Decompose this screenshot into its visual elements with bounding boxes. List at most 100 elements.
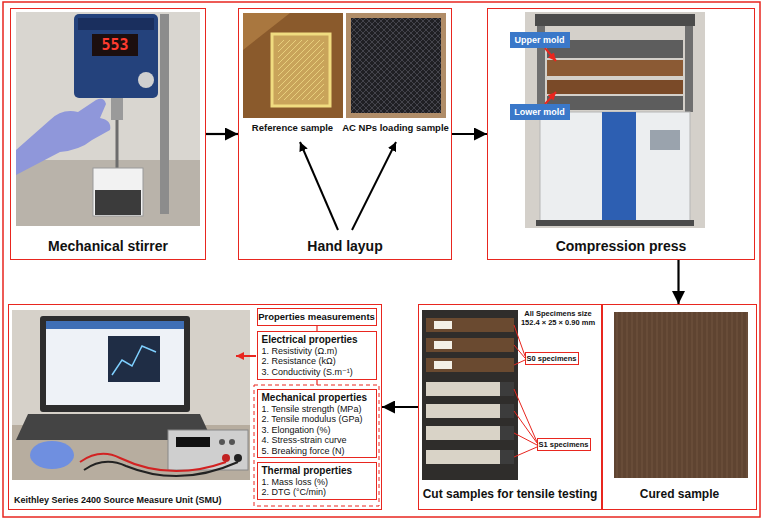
stirrer-body <box>74 14 158 98</box>
property-item: 5. Breaking force (N) <box>262 446 372 457</box>
laptop-lid <box>40 316 190 412</box>
pointer-arrow <box>352 142 396 230</box>
upper-mold-plate <box>547 60 683 76</box>
photo-caption: Reference sample <box>223 122 363 133</box>
smu-terminal <box>234 454 242 462</box>
cabinet-stripe <box>602 112 636 222</box>
specimen-strip <box>426 382 514 396</box>
sample-photo: Reference sample <box>243 13 343 118</box>
gloved-hand <box>30 441 74 469</box>
plot-curve <box>112 346 156 375</box>
press-cabinet <box>540 112 690 222</box>
heading-box: Properties measurements <box>257 308 377 326</box>
strip-end <box>500 450 514 464</box>
process-panel: Cured sample <box>602 304 757 510</box>
dashed-group <box>254 385 379 506</box>
leader-line <box>514 325 525 365</box>
panel-caption: Mechanical stirrer <box>11 238 205 254</box>
photo-background <box>12 310 250 480</box>
strip-end <box>500 404 514 418</box>
heading-text: Properties measurements <box>258 311 375 322</box>
control-panel <box>650 130 680 150</box>
cured-laminate <box>614 312 748 478</box>
property-item: 2. Resistance (kΩ) <box>262 356 372 367</box>
property-heading: Electrical properties <box>262 334 372 346</box>
carbon-fabric <box>351 18 441 113</box>
glass-fiber-layer <box>272 34 330 106</box>
tag-text: S0 specimens <box>526 354 576 363</box>
outer-frame <box>3 2 760 517</box>
flow-arrow <box>206 133 238 135</box>
carbon-texture <box>351 18 441 113</box>
specimen-strip <box>426 404 514 418</box>
bench-surface <box>16 160 200 226</box>
pointer-arrow <box>300 142 338 230</box>
lower-mold-plate <box>547 80 683 94</box>
panel-caption: Compression press <box>488 238 754 254</box>
sample-photo: AC NPs loading sample <box>346 13 446 118</box>
tag-text: S1 specimens <box>538 440 588 449</box>
property-box: Electrical properties1. Resistivity (Ω.m… <box>257 331 377 380</box>
tag-text: Upper mold <box>514 35 564 45</box>
photo-caption: AC NPs loading sample <box>326 122 466 133</box>
smu-instrument <box>168 430 248 470</box>
property-heading: Mechanical properties <box>262 392 372 404</box>
property-box: Mechanical properties1. Tensile strength… <box>257 389 377 458</box>
press-base <box>536 220 694 226</box>
photo-background <box>422 310 518 480</box>
flow-arrow <box>382 406 418 408</box>
window-bar <box>46 321 184 329</box>
link-line <box>316 380 317 385</box>
property-item: 1. Tensile strength (MPa) <box>262 404 372 415</box>
mold-tag: Lower mold <box>510 104 570 120</box>
flow-arrow <box>452 133 487 135</box>
specimen-tag: S0 specimens <box>525 352 579 365</box>
press-column <box>685 26 693 112</box>
property-item: 4. Stress-strain curve <box>262 435 372 446</box>
specimen-strip <box>426 318 514 332</box>
laptop-screen <box>46 321 184 405</box>
release-film <box>243 13 343 118</box>
property-heading: Thermal properties <box>262 465 372 477</box>
process-panel: Hand layup Reference sampleAC NPs loading… <box>238 8 452 260</box>
property-box: Thermal properties1. Mass loss (%)2. DTG… <box>257 462 377 500</box>
specimen-tag: S1 specimens <box>537 438 591 451</box>
property-item: 2. DTG (°C/min) <box>262 487 372 498</box>
resistivity-plot <box>108 336 160 382</box>
display-reading: 553 <box>92 34 138 56</box>
resin-mixture <box>95 190 141 215</box>
laminate-texture <box>614 312 748 478</box>
mold-pointer <box>545 48 556 61</box>
speed-display <box>92 34 138 56</box>
specimen-strip <box>426 426 514 440</box>
smu-button <box>219 439 225 445</box>
panel-caption: Hand layup <box>239 238 451 254</box>
mold-tag: Upper mold <box>510 32 570 48</box>
property-item: 2. Tensile modulus (GPa) <box>262 414 372 425</box>
panel-caption: Cured sample <box>603 487 756 501</box>
chuck <box>111 98 123 120</box>
red-arrow <box>236 355 256 357</box>
brand-plate <box>78 18 154 30</box>
speed-knob <box>138 72 154 88</box>
strip-end <box>500 382 514 396</box>
strip-tag <box>434 321 452 329</box>
specimen-size-note: All Specimens size 152.4 × 25 × 0.90 mm <box>516 309 600 327</box>
release-film <box>346 13 446 118</box>
panel-caption: Cut samples for tensile testing <box>419 487 601 501</box>
smu-terminal <box>222 454 230 462</box>
strip-tag <box>434 361 452 369</box>
smu-display <box>176 437 210 447</box>
process-panel: Cut samples for tensile testing S0 specim… <box>418 304 602 510</box>
fiber-texture <box>278 40 324 100</box>
tag-text: Lower mold <box>514 107 565 117</box>
panel-caption: Keithley Series 2400 Source Measure Unit… <box>14 495 222 505</box>
gloved-hand <box>16 99 110 175</box>
press-crown <box>535 14 695 26</box>
process-panel: Keithley Series 2400 Source Measure Unit… <box>8 304 382 510</box>
beaker <box>93 168 143 216</box>
stand-pole <box>160 14 169 214</box>
photo-background <box>16 12 200 226</box>
property-item: 1. Mass loss (%) <box>262 477 372 488</box>
property-item: 3. Elongation (%) <box>262 425 372 436</box>
